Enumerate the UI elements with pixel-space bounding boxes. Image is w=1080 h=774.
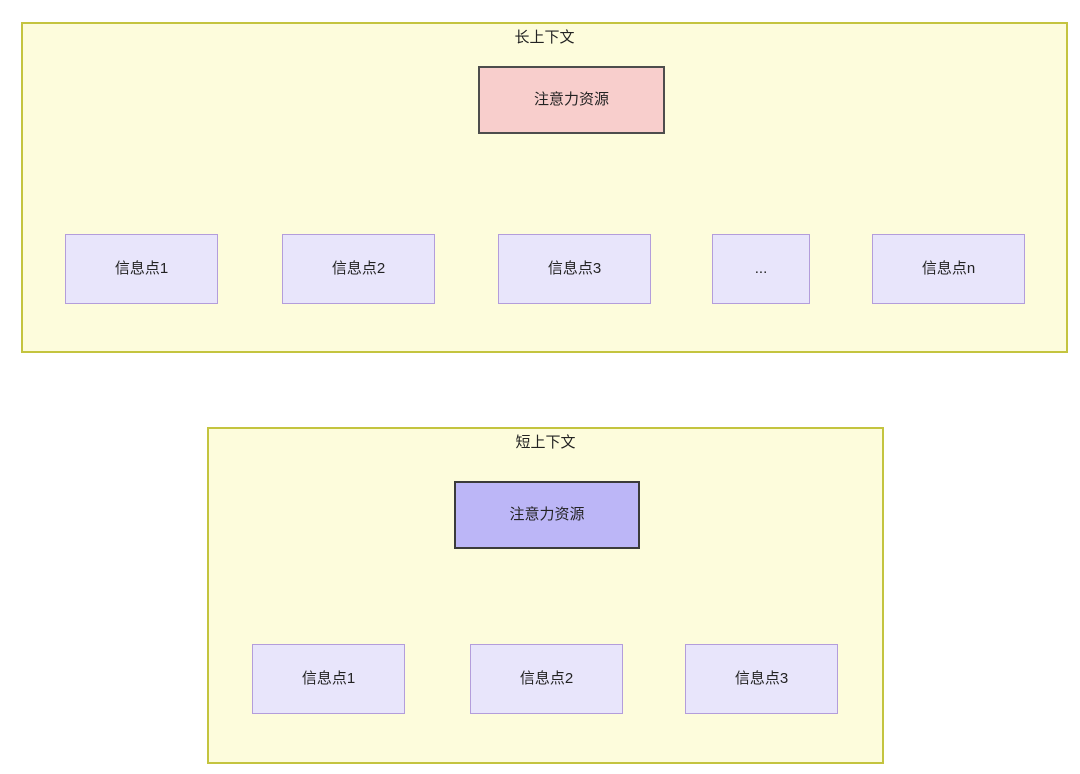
node-attention-resource-long[interactable]: 注意力资源 bbox=[478, 66, 665, 134]
node-info-point[interactable]: 信息点n bbox=[872, 234, 1025, 304]
node-info-point[interactable]: 信息点1 bbox=[65, 234, 218, 304]
node-info-point[interactable]: 信息点3 bbox=[498, 234, 651, 304]
node-info-point[interactable]: 信息点2 bbox=[470, 644, 623, 714]
node-info-ellipsis[interactable]: ... bbox=[712, 234, 810, 304]
title-short-context: 短上下文 bbox=[515, 434, 576, 451]
node-attention-resource-short[interactable]: 注意力资源 bbox=[454, 481, 640, 549]
node-info-point[interactable]: 信息点2 bbox=[282, 234, 435, 304]
title-long-context: 长上下文 bbox=[514, 29, 575, 46]
node-info-point[interactable]: 信息点1 bbox=[252, 644, 405, 714]
node-info-point[interactable]: 信息点3 bbox=[685, 644, 838, 714]
